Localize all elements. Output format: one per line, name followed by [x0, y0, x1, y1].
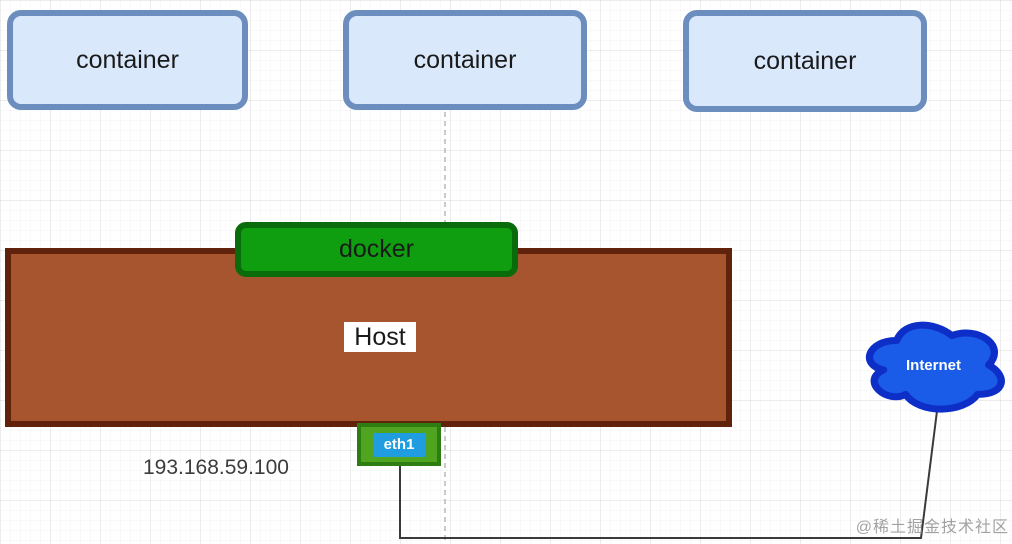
internet-cloud-node	[860, 316, 1007, 414]
eth1-internet-connector-line	[399, 410, 938, 539]
eth1-label: eth1	[373, 432, 425, 457]
container-node-2-label: container	[413, 45, 517, 74]
watermark-text: @稀土掘金技术社区	[855, 519, 1009, 536]
docker-node: docker	[235, 222, 518, 277]
container-node-3: container	[683, 10, 927, 112]
container-node-3-label: container	[753, 46, 857, 75]
host-ip-address: 193.168.59.100	[143, 456, 289, 479]
docker-node-label: docker	[338, 235, 415, 263]
container-node-2: container	[343, 10, 587, 110]
cloud-icon	[866, 321, 1005, 413]
host-label: Host	[344, 322, 416, 352]
container-node-1: container	[7, 10, 248, 110]
eth1-node: eth1	[357, 423, 441, 466]
container-node-1-label: container	[76, 45, 179, 74]
